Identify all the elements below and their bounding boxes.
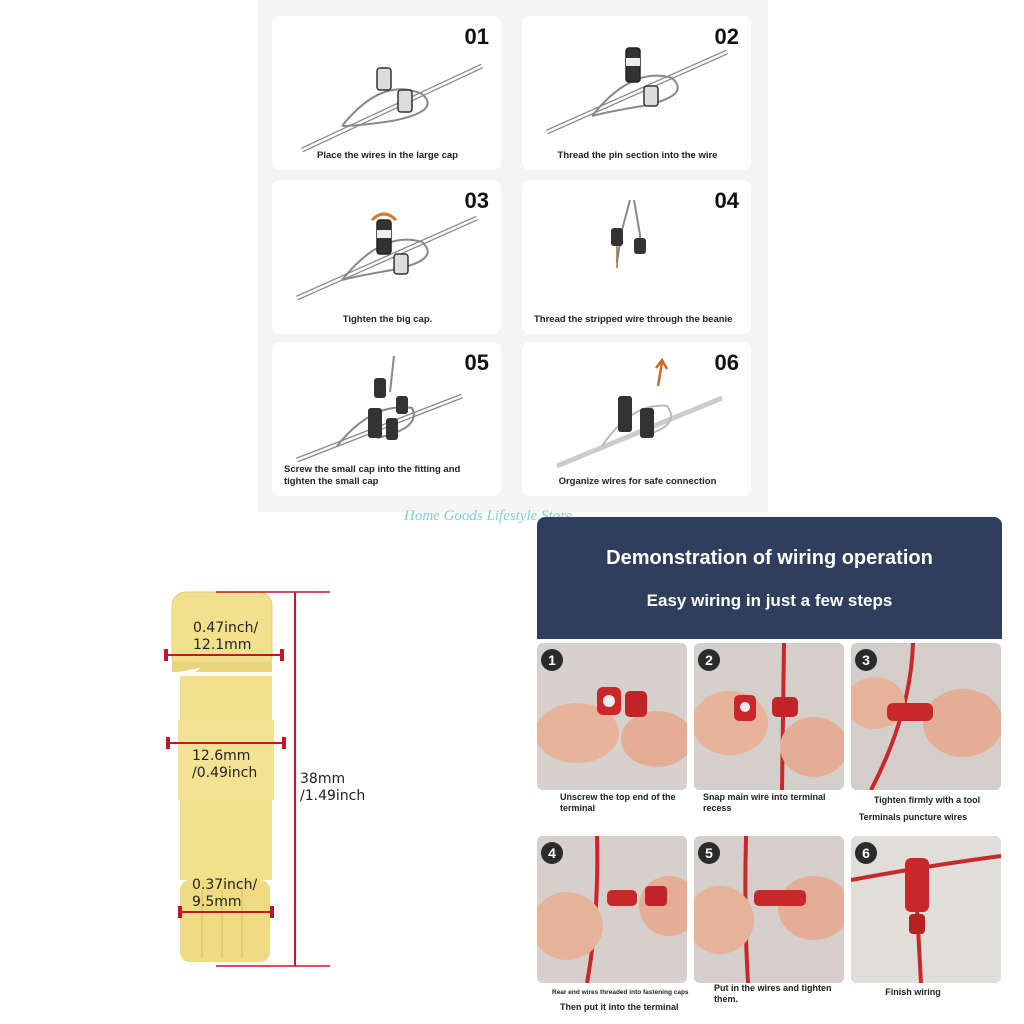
- step-caption: Organize wires for safe connection: [558, 476, 717, 487]
- step-card-03: 03 Tighten the big cap.: [272, 180, 501, 334]
- photo-3-image: [851, 643, 1001, 790]
- step-number: 01: [464, 24, 489, 49]
- step-caption: Thread the pin section into the wire: [557, 150, 718, 161]
- step-06-illustration: [556, 357, 723, 469]
- step-caption: Screw the small cap into the fitting and…: [284, 464, 461, 487]
- demo-header: Demonstration of wiring operation Easy w…: [537, 517, 1002, 639]
- step-badge: 1: [541, 649, 563, 671]
- step-badge: 5: [698, 842, 720, 864]
- demo-title: Demonstration of wiring operation: [606, 547, 933, 569]
- step-badge: 3: [855, 649, 877, 671]
- step-card-05: 05 Screw the small cap into the fitting …: [272, 342, 501, 496]
- step-05-illustration: [296, 355, 463, 463]
- photo-1-image: [537, 643, 687, 790]
- connector-dimension-figure: [164, 591, 330, 967]
- step-card-04: 04 Thread the stripped wire through the …: [522, 180, 751, 334]
- step-number: 04: [714, 188, 739, 213]
- photo-4-image: [537, 836, 687, 983]
- photo-5-image: [694, 836, 844, 983]
- demo-photo-6: 6: [851, 836, 1001, 983]
- demo-subtitle: Easy wiring in just a few steps: [646, 591, 893, 610]
- step-badge: 6: [855, 842, 877, 864]
- top-width-label: 0.47inch/ 12.1mm: [193, 620, 259, 653]
- step-03-illustration: [295, 212, 479, 301]
- demo-caption-4b: Then put it into the terminal: [560, 1002, 679, 1012]
- step-card-02: 02 Thread the pin section into the wire: [522, 16, 751, 170]
- photo-2-image: [694, 643, 844, 790]
- bottom-width-label: 0.37inch/ 9.5mm: [192, 877, 258, 910]
- demo-caption-4: Rear end wires threaded into fastening c…: [552, 989, 689, 996]
- demo-photo-2: 2: [694, 643, 844, 790]
- middle-width-label: 12.6mm /0.49inch: [192, 748, 258, 781]
- step-card-01: 01 Place the wires in the large cap: [272, 16, 501, 170]
- demo-photo-5: 5: [694, 836, 844, 983]
- demo-caption-5: Put in the wires and tighten them.: [714, 983, 832, 1004]
- store-watermark: Home Goods Lifestyle Store: [404, 508, 573, 524]
- step-card-06: 06 Organize wires for safe connection: [522, 342, 751, 496]
- steps-panel: 01 Place the wires in the large cap 02 T…: [258, 0, 768, 512]
- step-number: 05: [464, 350, 489, 375]
- length-label: 38mm /1.49inch: [300, 771, 366, 804]
- demo-photo-4: 4: [537, 836, 687, 983]
- step-caption: Thread the stripped wire through the bea…: [534, 314, 733, 325]
- step-caption: Place the wires in the large cap: [317, 150, 458, 161]
- demo-caption-3: Tighten firmly with a tool: [873, 795, 981, 805]
- step-caption: Tighten the big cap.: [342, 314, 433, 325]
- demo-caption-6: Finish wiring: [885, 987, 941, 997]
- step-badge: 4: [541, 842, 563, 864]
- step-02-illustration: [545, 47, 729, 135]
- step-number: 02: [714, 24, 739, 49]
- step-04-illustration: [611, 199, 646, 268]
- step-01-illustration: [300, 63, 484, 153]
- demo-caption-1: Unscrew the top end of the terminal: [560, 792, 676, 813]
- demo-caption-2: Snap main wire into terminal recess: [703, 792, 826, 813]
- step-badge: 2: [698, 649, 720, 671]
- demo-caption-3b: Terminals puncture wires: [858, 812, 968, 822]
- step-number: 06: [714, 350, 739, 375]
- demo-photo-1: 1: [537, 643, 687, 790]
- demo-photo-3: 3: [851, 643, 1001, 790]
- photo-6-image: [851, 836, 1001, 983]
- step-number: 03: [464, 188, 489, 213]
